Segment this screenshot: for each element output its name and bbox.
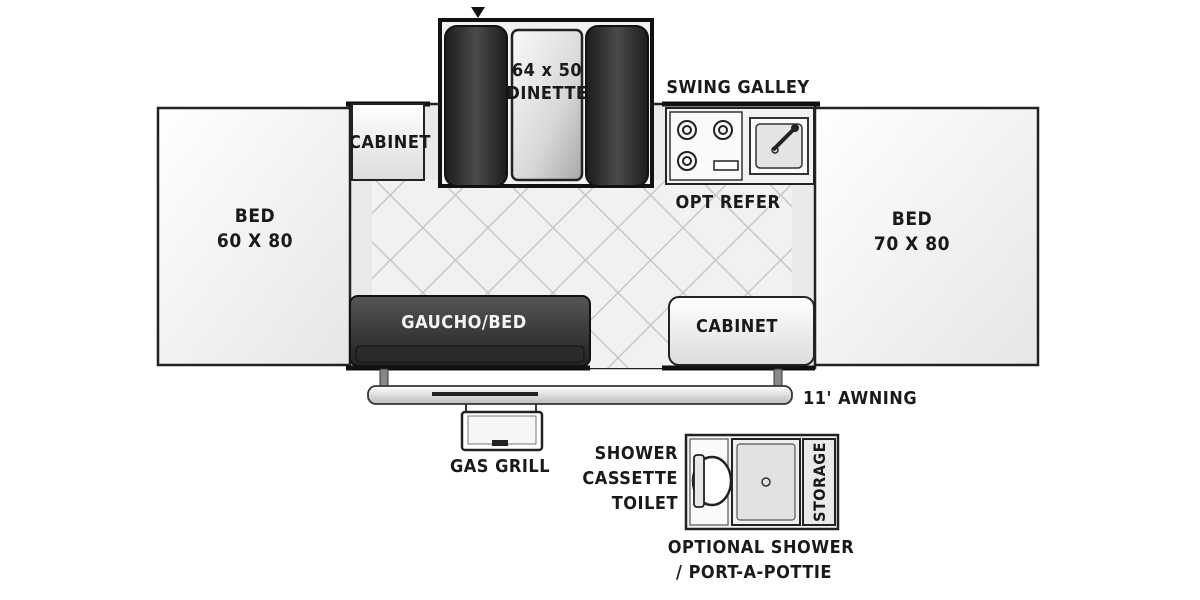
bed-left-label: BED: [235, 205, 275, 227]
cassette-label: CASSETTE: [582, 468, 678, 489]
bed-right-size: 70 X 80: [874, 233, 950, 255]
gas-grill-label: GAS GRILL: [450, 456, 550, 477]
awning-label: 11' AWNING: [803, 388, 917, 409]
cabinet-bottom: CABINET: [668, 296, 815, 366]
shower-label: SHOWER: [595, 443, 678, 464]
bed-right: BED 70 X 80: [811, 106, 1040, 367]
faucet-icon: [771, 126, 797, 152]
stove-burner-icon: [677, 120, 733, 171]
grill-knob-icon: [492, 440, 508, 446]
door-arrow-icon: [471, 7, 485, 18]
gaucho-bed: GAUCHO/BED: [349, 295, 591, 367]
optional-shower-unit: SHOWER CASSETTE TOILET STORAGE OPTIONAL …: [582, 433, 854, 583]
swing-galley: SWING GALLEY OPT REFER: [665, 77, 815, 213]
bed-right-label: BED: [892, 208, 932, 230]
dinette-label: DINETTE: [506, 83, 587, 104]
storage-label: STORAGE: [810, 442, 829, 522]
gaucho-bed-label: GAUCHO/BED: [401, 312, 526, 333]
cabinet-top: CABINET: [349, 103, 431, 181]
awning: 11' AWNING: [367, 368, 917, 409]
cabinet-top-label: CABINET: [349, 132, 431, 153]
cabinet-bottom-label: CABINET: [696, 316, 778, 337]
gas-grill: GAS GRILL: [450, 404, 550, 477]
stove-knobs-icon: [713, 160, 739, 171]
swing-galley-label: SWING GALLEY: [666, 77, 809, 98]
bed-left: BED 60 X 80: [156, 106, 354, 367]
dinette-size: 64 x 50: [512, 60, 582, 81]
drain-icon: [761, 477, 771, 487]
optional-shower-label: OPTIONAL SHOWER: [668, 537, 854, 558]
opt-refer-label: OPT REFER: [676, 192, 781, 213]
toilet-label: TOILET: [612, 493, 678, 514]
port-a-pottie-label: / PORT-A-POTTIE: [676, 562, 832, 583]
dinette: 64 x 50 DINETTE: [438, 7, 654, 188]
bed-left-size: 60 X 80: [217, 230, 293, 252]
storage: [802, 438, 836, 526]
